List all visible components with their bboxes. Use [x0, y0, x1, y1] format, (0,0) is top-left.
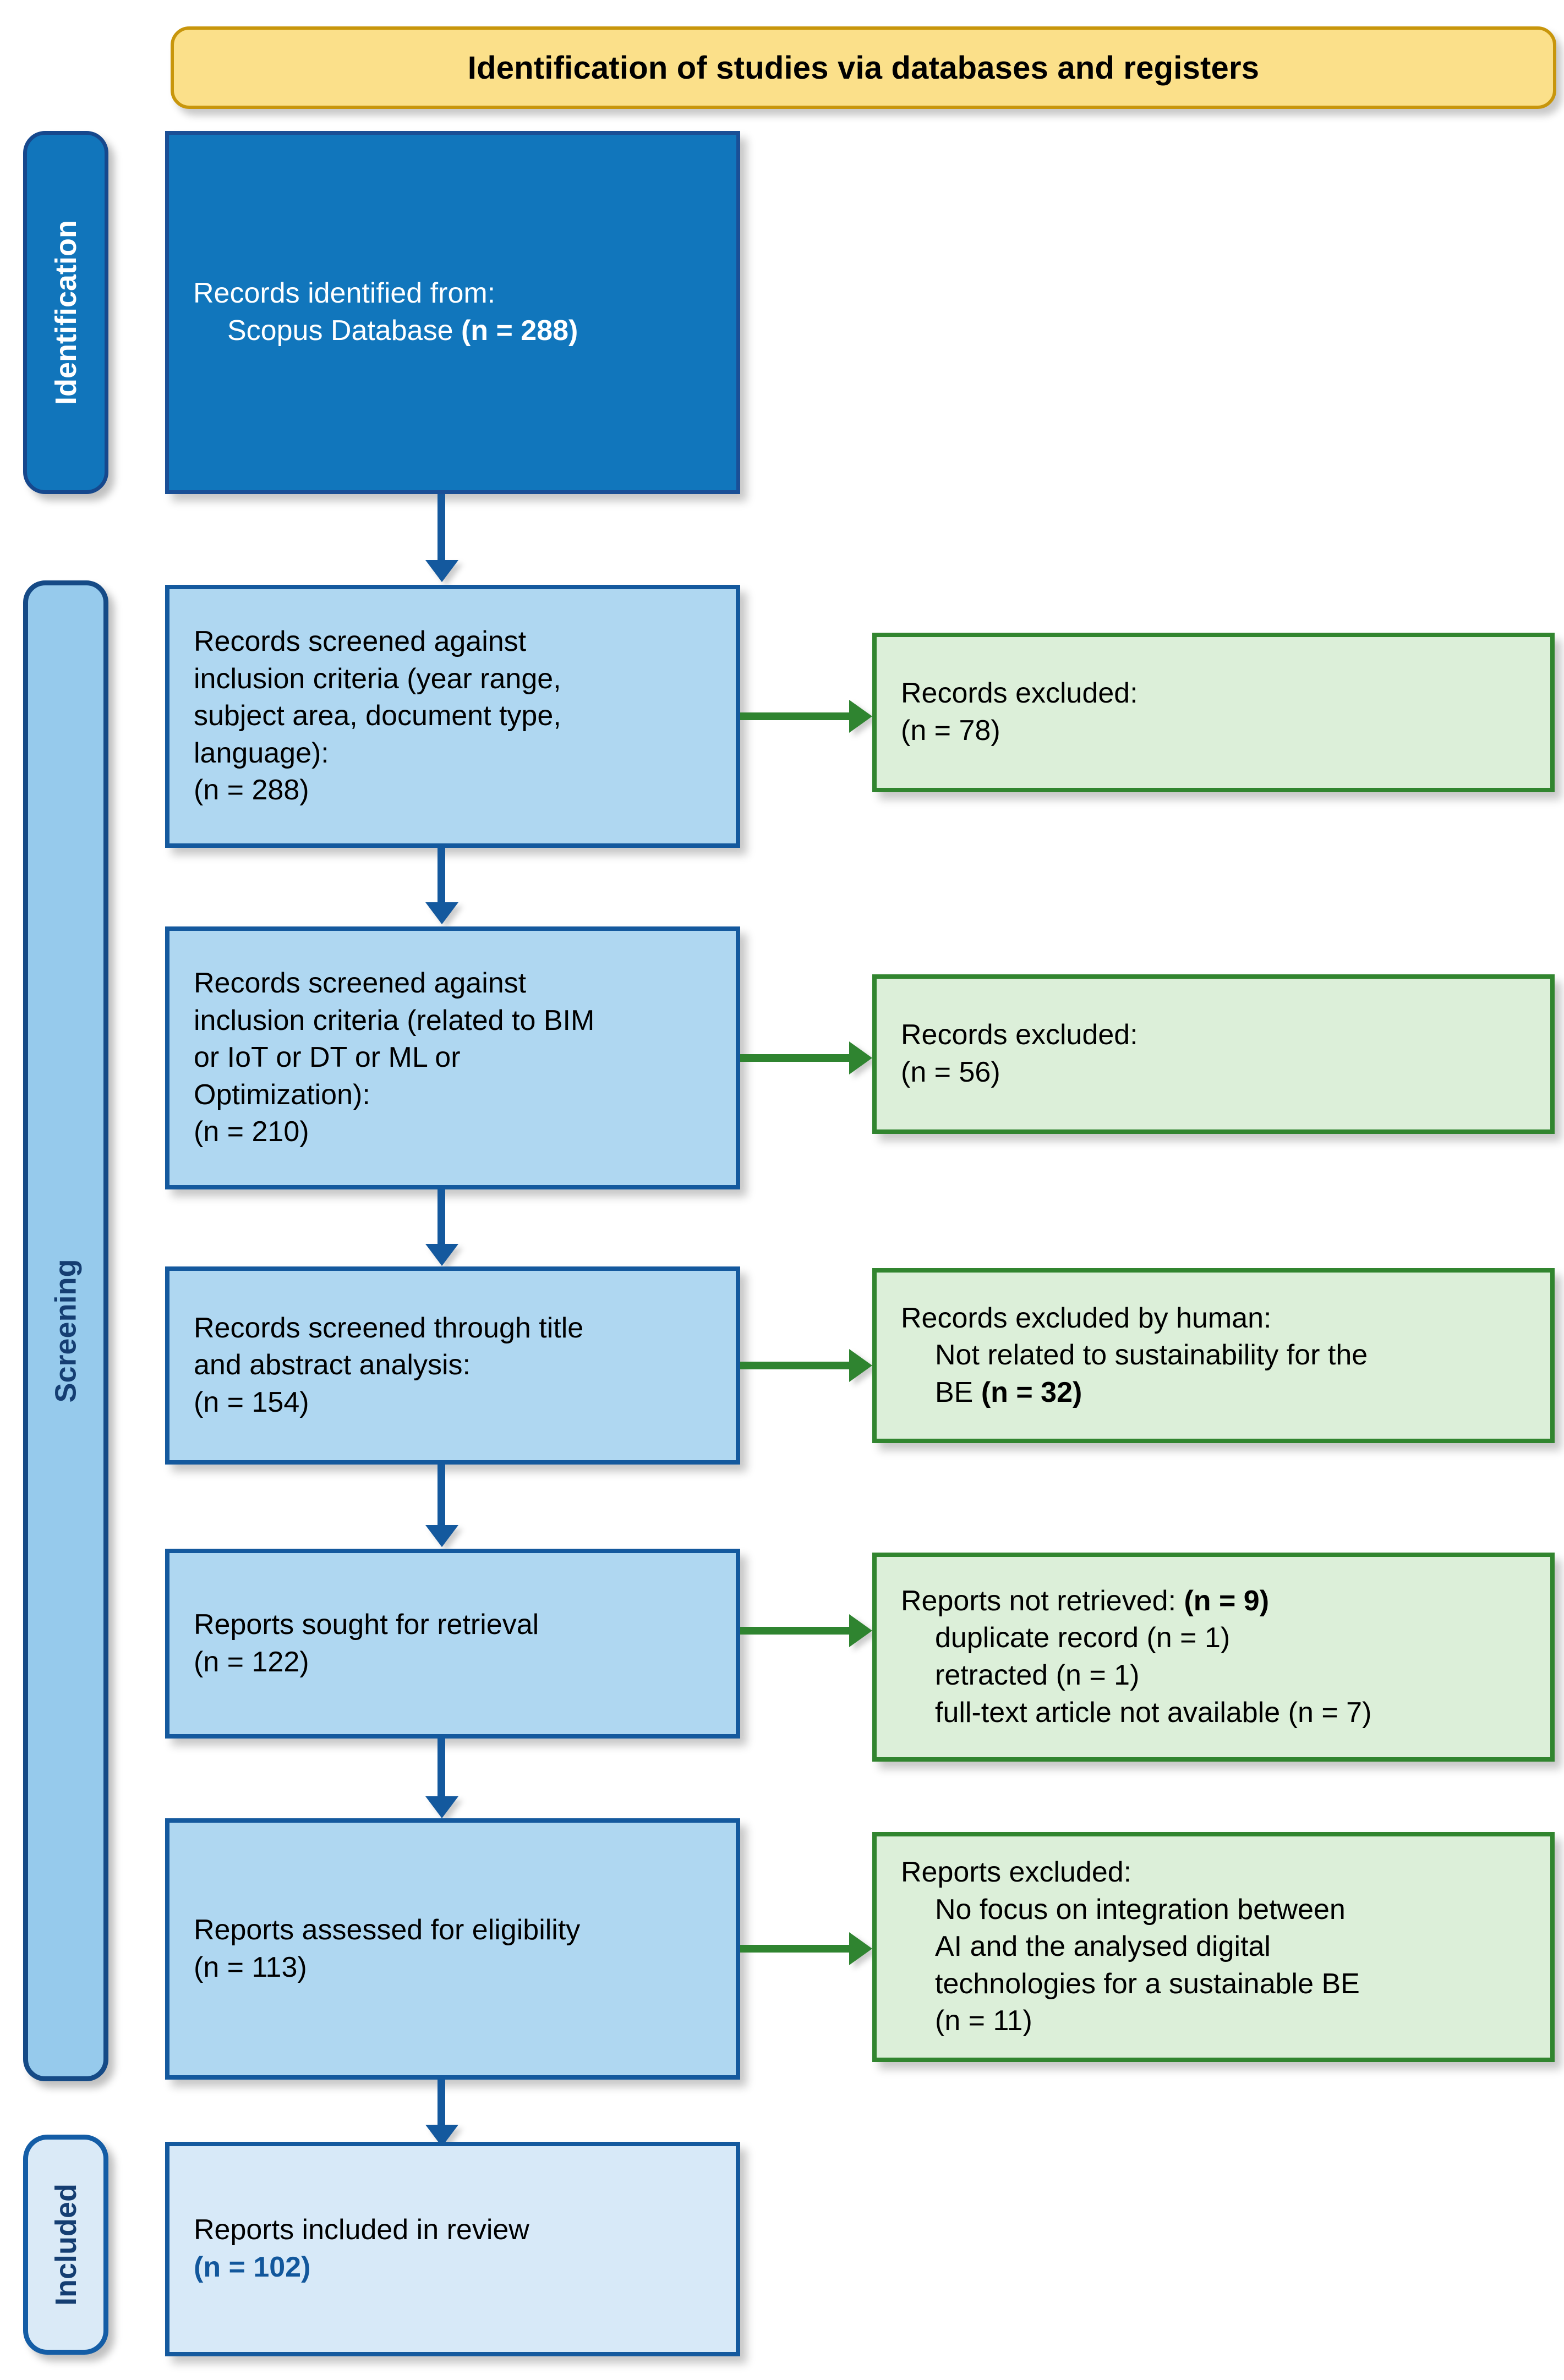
- records-identified-source: Scopus Database: [227, 315, 461, 347]
- excluded2-line-1: Records excluded:: [901, 1019, 1138, 1051]
- node-records-identified: Records identified from: Scopus Database…: [165, 131, 740, 494]
- node-records-excluded-1: Records excluded: (n = 78): [872, 633, 1555, 792]
- node-reports-assessed-eligibility: Reports assessed for eligibility (n = 11…: [165, 1818, 740, 2080]
- node-records-excluded-by-human: Records excluded by human: Not related t…: [872, 1268, 1555, 1443]
- connector-assessed-to-excluded5-arrowhead: [849, 1932, 872, 1965]
- screen1-line-1: Records screened against: [194, 626, 527, 658]
- not-retrieved-count: (n = 9): [1184, 1584, 1270, 1617]
- assessed-line-1: Reports assessed for eligibility: [194, 1913, 581, 1946]
- included-count: (n = 102): [194, 2251, 311, 2283]
- node-records-excluded-2: Records excluded: (n = 56): [872, 974, 1555, 1134]
- screen2-count: (n = 210): [194, 1116, 309, 1148]
- connector-screen1-to-screen2-arrowhead: [425, 902, 458, 924]
- node-reports-excluded: Reports excluded: No focus on integratio…: [872, 1832, 1555, 2062]
- assessed-count: (n = 113): [194, 1951, 307, 1983]
- screen1-count: (n = 288): [194, 774, 309, 807]
- stage-rail-included: Included: [23, 2135, 108, 2355]
- excluded3-line-3: BE (n = 32): [901, 1374, 1526, 1412]
- node-records-screened-criteria-1: Records screened against inclusion crite…: [165, 585, 740, 848]
- excluded2-count: (n = 56): [901, 1056, 1000, 1088]
- stage-rail-identification-label: Identification: [49, 220, 83, 405]
- stage-rail-screening: Screening: [23, 580, 108, 2081]
- stage-rail-screening-label: Screening: [49, 1259, 83, 1403]
- node-reports-sought-retrieval: Reports sought for retrieval (n = 122): [165, 1549, 740, 1739]
- screen3-line-2: and abstract analysis:: [194, 1349, 471, 1381]
- sought-line-1: Reports sought for retrieval: [194, 1608, 539, 1641]
- connector-screen2-to-screen3: [438, 1189, 445, 1247]
- connector-sought-to-not-retrieved: [740, 1627, 850, 1635]
- records-identified-line-1: Records identified from:: [193, 277, 496, 310]
- not-retrieved-line-4: full-text article not available (n = 7): [935, 1696, 1372, 1729]
- not-retrieved-line-2: duplicate record (n = 1): [935, 1622, 1231, 1654]
- screen1-line-3: subject area, document type,: [194, 700, 561, 732]
- node-reports-not-retrieved: Reports not retrieved: (n = 9) duplicate…: [872, 1553, 1555, 1762]
- node-records-screened-title-abstract: Records screened through title and abstr…: [165, 1266, 740, 1465]
- screen2-line-2: inclusion criteria (related to BIM: [194, 1004, 595, 1037]
- connector-sought-to-assessed-arrowhead: [425, 1796, 458, 1818]
- diagram-header-banner: Identification of studies via databases …: [171, 26, 1556, 109]
- records-identified-line-2: Scopus Database (n = 288): [193, 312, 712, 350]
- not-retrieved-line-3: retracted (n = 1): [935, 1659, 1140, 1691]
- screen1-line-4: language):: [194, 737, 329, 769]
- stage-rail-identification: Identification: [23, 131, 108, 494]
- connector-screen3-to-excluded3: [740, 1362, 850, 1369]
- connector-assessed-to-included: [438, 2080, 445, 2126]
- connector-identified-to-screen1: [438, 494, 445, 563]
- connector-sought-to-assessed: [438, 1739, 445, 1799]
- connector-screen1-to-excluded1: [740, 712, 850, 720]
- connector-screen2-to-excluded2: [740, 1054, 850, 1062]
- banner-title: Identification of studies via databases …: [467, 50, 1260, 86]
- connector-screen3-to-sought: [438, 1465, 445, 1528]
- connector-screen2-to-excluded2-arrowhead: [849, 1041, 872, 1074]
- excluded3-count: (n = 32): [981, 1376, 1082, 1408]
- connector-screen3-to-sought-arrowhead: [425, 1525, 458, 1547]
- screen2-line-4: Optimization):: [194, 1078, 370, 1111]
- not-retrieved-label: Reports not retrieved:: [901, 1584, 1184, 1617]
- connector-screen1-to-excluded1-arrowhead: [849, 700, 872, 733]
- sought-count: (n = 122): [194, 1646, 309, 1678]
- connector-identified-to-screen1-arrowhead: [425, 560, 458, 582]
- excluded5-line-3: AI and the analysed digital: [935, 1931, 1271, 1963]
- node-records-screened-criteria-2: Records screened against inclusion crite…: [165, 926, 740, 1189]
- included-line-1: Reports included in review: [194, 2214, 529, 2246]
- not-retrieved-line-1: Reports not retrieved: (n = 9): [901, 1583, 1526, 1620]
- excluded3-line-1: Records excluded by human:: [901, 1302, 1272, 1334]
- screen3-line-1: Records screened through title: [194, 1312, 584, 1344]
- connector-sought-to-not-retrieved-arrowhead: [849, 1614, 872, 1647]
- stage-rail-included-label: Included: [49, 2183, 83, 2306]
- excluded5-count: (n = 11): [935, 2005, 1032, 2037]
- records-identified-count: (n = 288): [461, 315, 578, 347]
- excluded1-count: (n = 78): [901, 715, 1000, 747]
- connector-screen3-to-excluded3-arrowhead: [849, 1349, 872, 1382]
- excluded5-line-2: No focus on integration between: [935, 1893, 1346, 1926]
- excluded5-line-1: Reports excluded:: [901, 1856, 1132, 1889]
- screen2-line-1: Records screened against: [194, 967, 527, 1000]
- connector-assessed-to-excluded5: [740, 1945, 850, 1953]
- screen2-line-3: or IoT or DT or ML or: [194, 1041, 461, 1074]
- excluded3-line-3-text: BE: [935, 1376, 981, 1408]
- connector-screen1-to-screen2: [438, 848, 445, 906]
- connector-screen2-to-screen3-arrowhead: [425, 1244, 458, 1266]
- excluded5-line-4: technologies for a sustainable BE: [935, 1967, 1360, 2000]
- screen3-count: (n = 154): [194, 1386, 309, 1418]
- node-reports-included-review: Reports included in review (n = 102): [165, 2142, 740, 2356]
- screen1-line-2: inclusion criteria (year range,: [194, 662, 561, 695]
- excluded3-line-2: Not related to sustainability for the: [935, 1339, 1368, 1372]
- excluded1-line-1: Records excluded:: [901, 677, 1138, 710]
